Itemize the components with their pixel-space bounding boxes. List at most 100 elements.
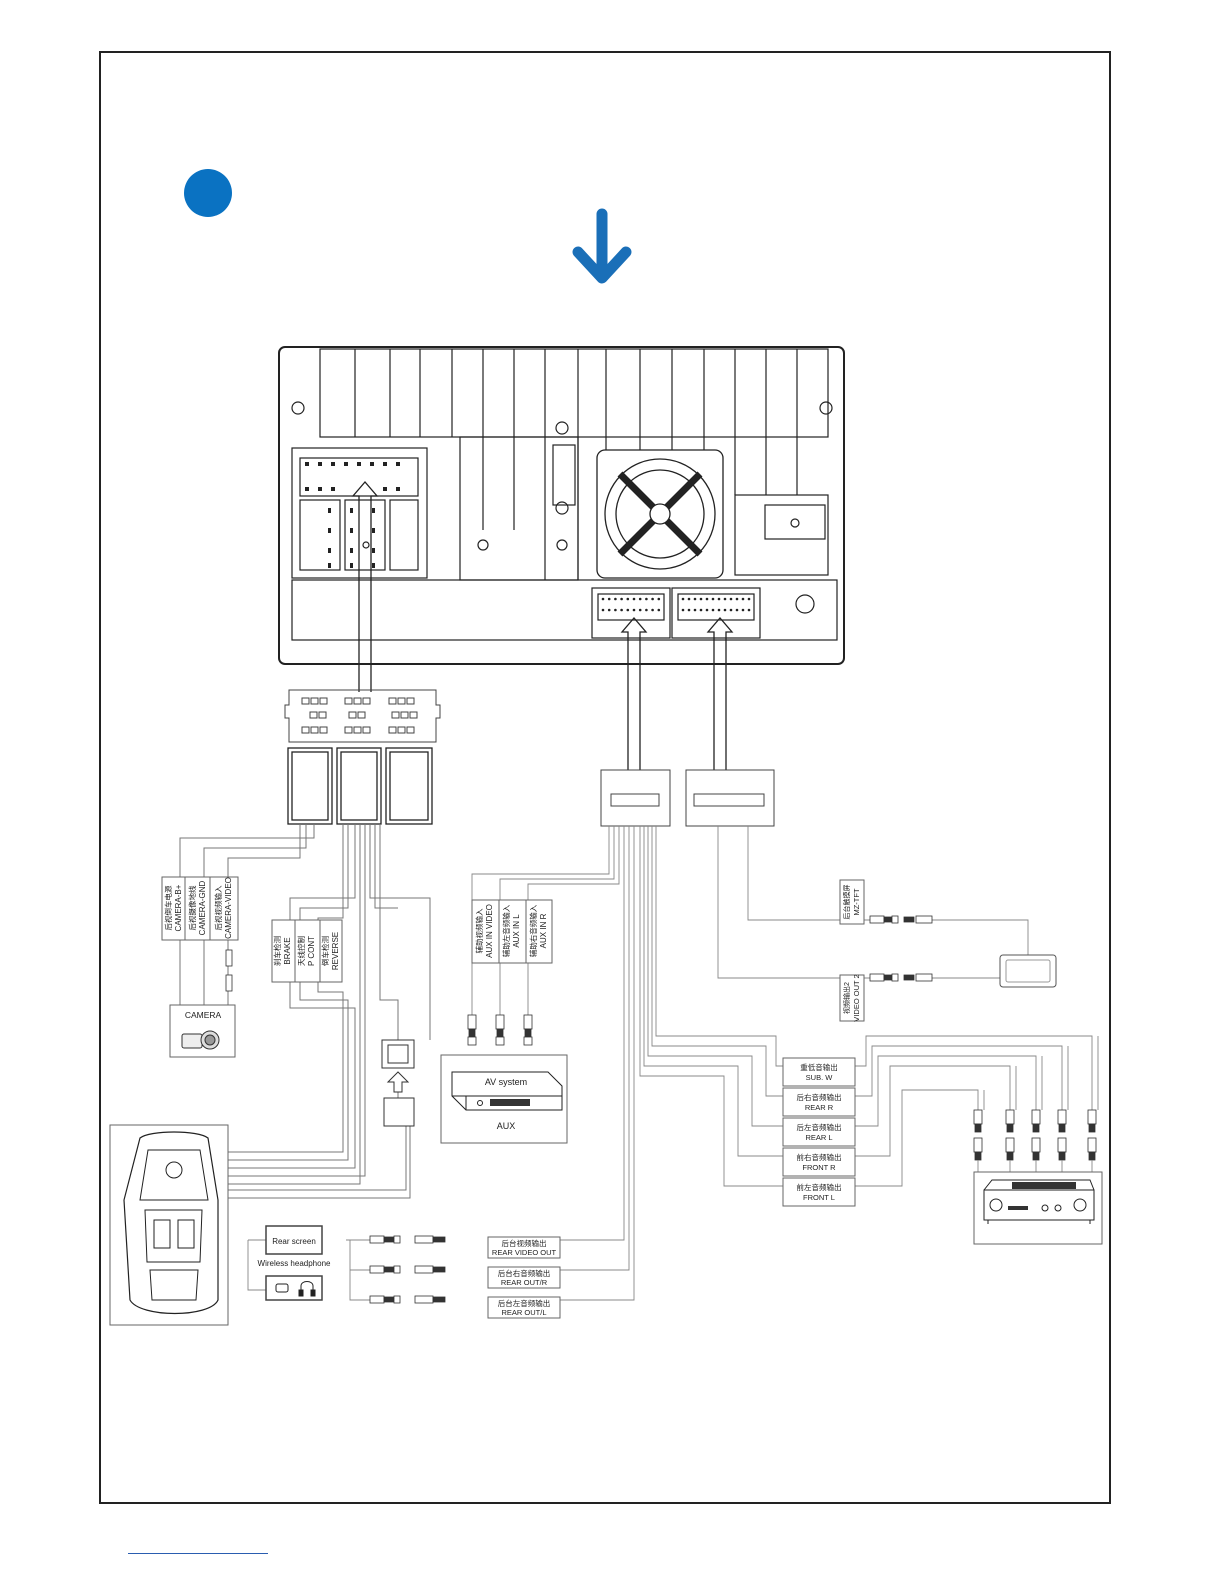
pin-dot: [607, 608, 611, 612]
pin-dot: [735, 597, 739, 601]
pin-dot: [729, 608, 733, 612]
pin-dot: [620, 608, 623, 612]
video-out2-label: VIDEO OUT 2: [852, 974, 861, 1021]
rear-video-out-cn-label: 后台视频输出: [502, 1238, 547, 1248]
rear-out-l-box: 后台左音频输出 REAR OUT/L: [487, 1296, 561, 1319]
pin-dot: [601, 608, 605, 612]
front-r-box: 前右音频输出 FRONT R: [782, 1147, 856, 1177]
camera-label-stack: [161, 876, 239, 941]
subw-cn-label: 重低音输出: [800, 1062, 838, 1072]
pin-dot: [741, 597, 745, 601]
camera-video-label: CAMERA-VIDEO: [224, 877, 233, 939]
pin-dot: [687, 597, 691, 601]
headphone-icon: [275, 1281, 316, 1297]
pin-dot: [651, 608, 654, 612]
front-l-label: FRONT L: [803, 1193, 835, 1202]
pin-dot: [693, 597, 697, 601]
camera-label: CAMERA: [185, 1010, 222, 1020]
rear-out-r-cn-label: 后台右音频输出: [498, 1268, 551, 1278]
pin-dot: [735, 608, 739, 612]
iso-plug-bodies: [287, 747, 433, 825]
tft-label: [839, 879, 865, 1022]
pin-dot: [699, 608, 703, 612]
pin-dot: [657, 597, 661, 601]
rear-harness-connector: [685, 769, 775, 827]
pin-dot: [717, 597, 721, 601]
head-unit-rear: [278, 346, 845, 665]
pin-dot: [638, 597, 642, 601]
camera-gnd-cn-label: 后视摄像地线: [187, 885, 197, 930]
rear-r-box: 后右音频输出 REAR R: [782, 1087, 856, 1117]
reverse-label: REVERSE: [331, 932, 340, 970]
rear-l-box: 后左音频输出 REAR L: [782, 1117, 856, 1147]
brake-cn-label: 刹车检测: [272, 936, 282, 966]
pin-dot: [638, 608, 642, 612]
front-r-label: FRONT R: [802, 1163, 836, 1172]
pcont-label: P CONT: [307, 936, 316, 966]
front-l-box: 前左音频输出 FRONT L: [782, 1177, 856, 1207]
pin-dot: [705, 608, 709, 612]
subw-box: 重低音输出 SUB. W: [782, 1057, 856, 1087]
aux-label: AUX: [497, 1121, 516, 1131]
mz-tft-label: MZ-TFT: [852, 888, 861, 915]
car-icon: [109, 1124, 229, 1326]
rear-out-l-label: REAR OUT/L: [501, 1308, 546, 1317]
rear-out-l-cn-label: 后台左音频输出: [498, 1298, 551, 1308]
pin-dot: [632, 608, 636, 612]
wireless-headphone-label: Wireless headphone: [258, 1259, 331, 1268]
pin-dot: [620, 597, 623, 601]
rear-screen-box: Rear screen Wireless headphone: [258, 1225, 331, 1301]
pin-dot: [723, 597, 727, 601]
rear-r-label: REAR R: [805, 1103, 834, 1112]
camera-video-cn-label: 后视视频输入: [213, 885, 223, 930]
rear-out-r-box: 后台右音频输出 REAR OUT/R: [487, 1266, 561, 1289]
footer-link-underline[interactable]: [128, 1553, 268, 1554]
pin-dot: [717, 608, 721, 612]
av-system-plug: [381, 1039, 415, 1127]
front-r-cn-label: 前右音频输出: [797, 1152, 842, 1162]
aux-label-stack: [471, 899, 553, 964]
pcont-cn-label: 天线控制: [296, 936, 306, 966]
rear-out-r-label: REAR OUT/R: [501, 1278, 548, 1287]
pin-dot: [626, 597, 630, 601]
rear-video-out-box: 后台视频输出 REAR VIDEO OUT: [487, 1236, 561, 1259]
pin-dot: [711, 597, 715, 601]
aux-r-cn-label: 辅助右音频输入: [528, 904, 538, 957]
aux-harness-arrow: [620, 617, 648, 772]
pin-dot: [747, 597, 751, 601]
wire-bundle: [179, 824, 431, 1199]
pin-dot: [729, 597, 733, 601]
rear-l-cn-label: 后左音频输出: [797, 1122, 842, 1132]
page-frame: [99, 51, 1111, 1504]
pin-dot: [681, 597, 685, 601]
brake-label: BRAKE: [283, 937, 292, 964]
subw-label: SUB. W: [806, 1073, 834, 1082]
rca-plugs-horizontal: [369, 915, 933, 1304]
pin-dot: [699, 597, 703, 601]
video-out2-cn-label: 视频输出2: [842, 982, 851, 1014]
pin-dot: [723, 608, 727, 612]
camera-gnd-label: CAMERA-GND: [198, 880, 207, 935]
pin-dot: [614, 608, 617, 612]
pin-dot: [741, 608, 745, 612]
rear-harness-arrow: [706, 617, 734, 772]
down-arrow-icon: [572, 208, 632, 284]
aux-r-label: AUX IN R: [539, 913, 548, 948]
aux-video-label: AUX IN VIDEO: [485, 904, 494, 958]
mz-tft-cn-label: 后台触摸屏: [842, 885, 851, 920]
pin-dot: [687, 608, 691, 612]
pin-dot: [614, 597, 617, 601]
pin-dot: [607, 597, 611, 601]
iso-arrow: [351, 481, 379, 692]
rear-monitor: [999, 954, 1057, 988]
rear-l-label: REAR L: [805, 1133, 832, 1142]
pin-dot: [711, 608, 715, 612]
aux-l-cn-label: 辅助左音频输入: [501, 904, 511, 957]
reverse-cn-label: 倒车检测: [320, 936, 330, 966]
front-l-cn-label: 前左音频输出: [797, 1182, 842, 1192]
iso-plug: [284, 689, 441, 743]
rear-r-cn-label: 后右音频输出: [797, 1092, 842, 1102]
camera-b-label: CAMERA-B+: [174, 884, 183, 931]
rca-plugs-vertical: [225, 949, 1097, 1161]
